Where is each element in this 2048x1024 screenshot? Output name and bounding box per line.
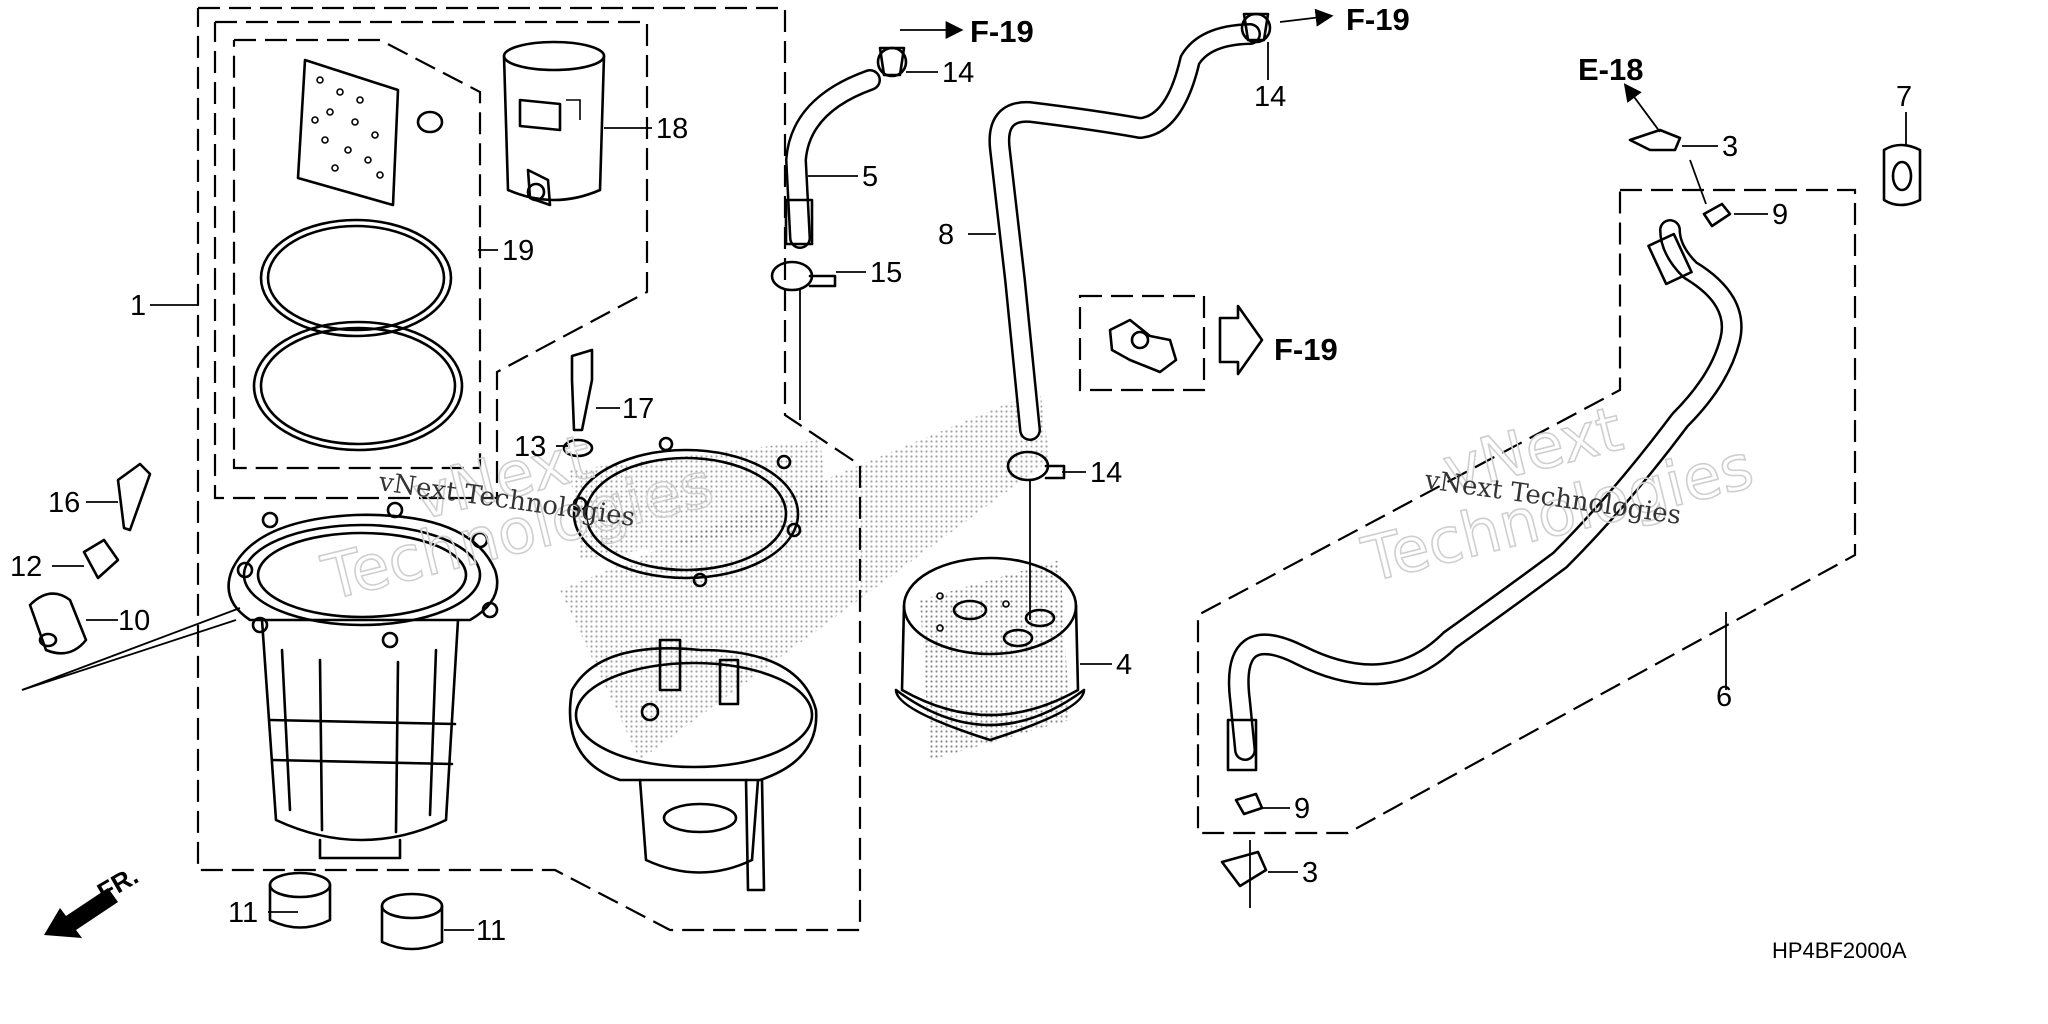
pump-holder — [502, 40, 606, 207]
callout-3-top: 3 — [1722, 131, 1738, 163]
hose-clamps — [770, 12, 1272, 482]
ref-f19-top-left: F-19 — [970, 14, 1034, 49]
ref-e18: E-18 — [1578, 52, 1643, 87]
fuel-filter — [894, 556, 1086, 742]
f19-connector-detail — [1108, 304, 1264, 376]
front-arrow-icon — [44, 888, 118, 938]
callout-5: 5 — [862, 161, 878, 193]
pump-flange — [568, 638, 818, 892]
callout-4: 4 — [1116, 649, 1132, 681]
leader-lines — [21, 8, 1907, 931]
callout-13: 13 — [514, 431, 546, 463]
callout-14-middle: 14 — [1090, 457, 1122, 489]
ref-f19-box: F-19 — [1274, 332, 1338, 367]
callout-14-top-right: 14 — [1254, 81, 1286, 113]
reference-labels: F-19 F-19 F-19 E-18 — [970, 2, 1643, 367]
callout-labels: 1 3 3 4 5 6 7 8 9 9 10 11 11 12 13 14 14… — [10, 57, 1912, 947]
callout-1: 1 — [130, 290, 146, 322]
pump-gasket — [572, 436, 802, 588]
callout-8: 8 — [938, 219, 954, 251]
callout-9-top: 9 — [1772, 199, 1788, 231]
callout-19: 19 — [502, 235, 534, 267]
callout-10: 10 — [118, 605, 150, 637]
callout-11-left: 11 — [228, 897, 258, 929]
ref-f19-top-right: F-19 — [1346, 2, 1410, 37]
diagram-code: HP4BF2000A — [1772, 938, 1907, 963]
o-ring-set — [252, 58, 464, 452]
callout-17: 17 — [622, 393, 654, 425]
fuel-pump-housing — [227, 501, 499, 860]
callout-12: 12 — [10, 551, 42, 583]
fuel-line — [1226, 219, 1743, 772]
callout-15: 15 — [870, 257, 902, 289]
callout-18: 18 — [656, 113, 688, 145]
callout-14-top-left: 14 — [942, 57, 974, 89]
callout-9-bottom: 9 — [1294, 793, 1310, 825]
callout-11-right: 11 — [476, 915, 506, 947]
callout-3-bottom: 3 — [1302, 857, 1318, 889]
group-boxes — [196, 6, 1857, 932]
callout-16: 16 — [48, 487, 80, 519]
callout-6: 6 — [1716, 681, 1732, 713]
fasteners — [28, 128, 1922, 951]
hoses — [784, 23, 1261, 441]
callout-7: 7 — [1896, 81, 1912, 113]
